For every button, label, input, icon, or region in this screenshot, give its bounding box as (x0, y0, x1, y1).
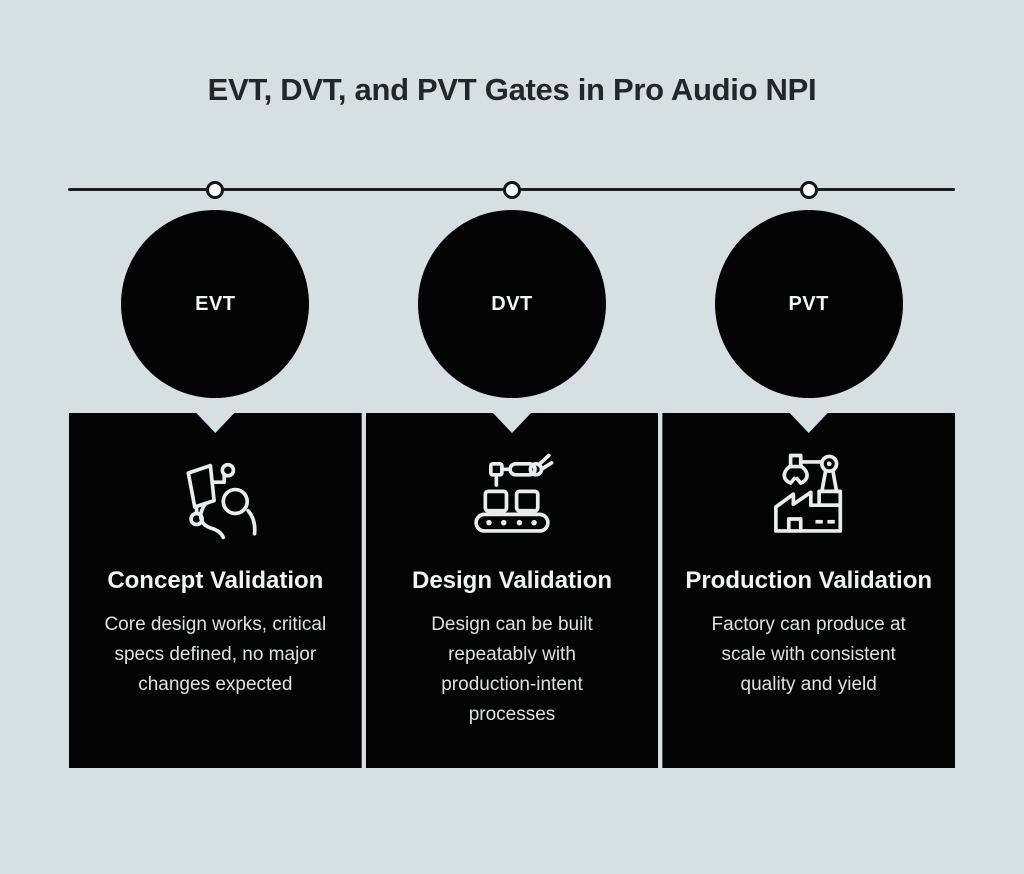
gate-circle-pvt: PVT (714, 210, 903, 398)
card-description: Core design works, critical specs define… (104, 614, 327, 695)
robotic-assembly-line-icon (466, 450, 558, 542)
stage-column-pvt: PVT (662, 181, 955, 768)
stage-card-design-validation: Design Validation Design can be built re… (366, 413, 659, 768)
gate-label-dvt: DVT (491, 292, 533, 315)
stage-card-concept-validation: Concept Validation Core design works, cr… (69, 413, 362, 768)
gate-label-evt: EVT (195, 292, 236, 315)
concept-review-person-icon (169, 450, 261, 542)
gate-circle-dvt: DVT (418, 210, 606, 398)
stage-column-dvt: DVT (366, 181, 659, 768)
page-title: EVT, DVT, and PVT Gates in Pro Audio NPI (207, 72, 817, 107)
timeline-node-evt (206, 181, 225, 199)
card-description: Factory can produce at scale with consis… (711, 614, 906, 695)
card-title: Concept Validation (107, 567, 324, 594)
gate-label-pvt: PVT (788, 292, 829, 315)
gate-circle-evt: EVT (121, 210, 310, 398)
timeline-node-dvt (503, 181, 521, 199)
stage-columns: EVT Concept Validation Cor (69, 181, 955, 768)
stage-column-evt: EVT Concept Validation Cor (69, 181, 362, 768)
smart-factory-claw-icon (763, 450, 855, 542)
card-title: Production Validation (685, 567, 933, 594)
stage-card-production-validation: Production Validation Factory can produc… (662, 413, 955, 768)
card-title: Design Validation (411, 567, 613, 594)
timeline-node-pvt (799, 181, 818, 199)
card-description: Design can be built repeatably with prod… (431, 614, 593, 725)
